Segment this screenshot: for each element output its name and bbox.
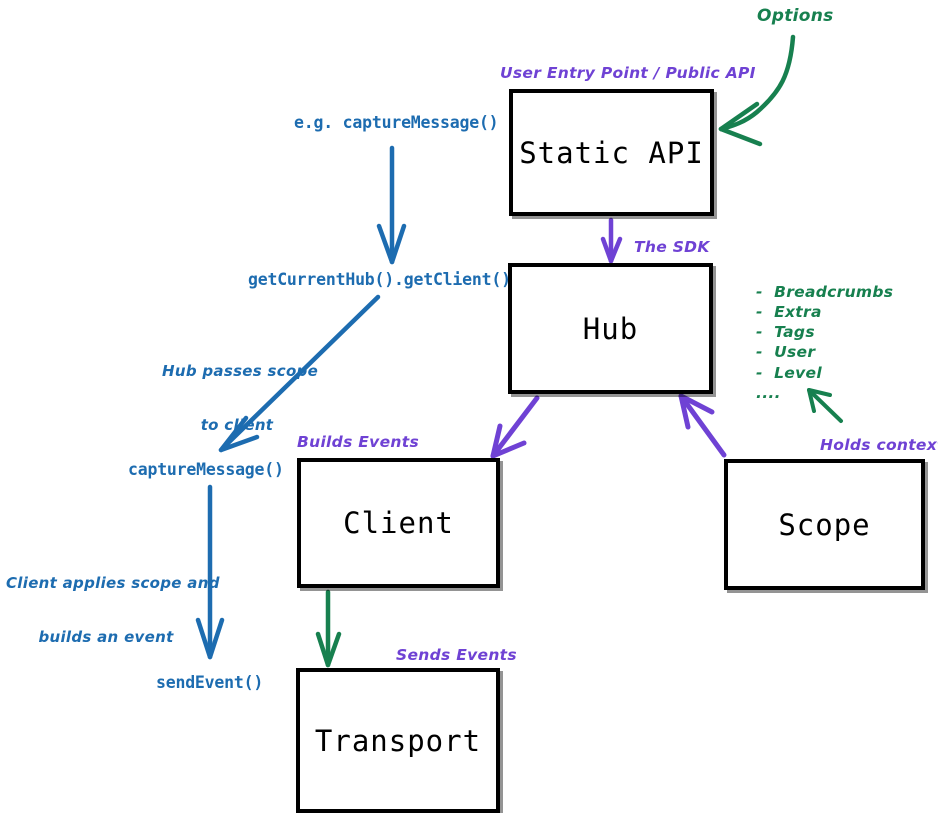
context-list: - Breadcrumbs - Extra - Tags - User - Le… <box>756 282 893 403</box>
node-scope[interactable]: Scope <box>724 459 925 590</box>
label-client-applies-scope-line2: builds an event <box>38 628 174 646</box>
node-static-api-label: Static API <box>519 135 704 170</box>
label-user-entry-point: User Entry Point / Public API <box>500 64 756 82</box>
node-client-label: Client <box>343 506 454 540</box>
context-list-item-user: - User <box>756 343 816 362</box>
label-the-sdk: The SDK <box>634 238 710 256</box>
edge-context-list-to-scope <box>807 388 843 423</box>
node-transport[interactable]: Transport <box>296 668 500 813</box>
node-hub-label: Hub <box>582 311 639 346</box>
label-hub-passes-scope-line2: to client <box>200 416 274 434</box>
edge-get-client-to-capture-message <box>218 294 381 453</box>
edge-options-to-static-api <box>718 34 796 147</box>
node-hub[interactable]: Hub <box>508 263 713 394</box>
edge-static-api-to-hub <box>600 217 623 264</box>
label-client-applies-scope-line1: Client applies scope and <box>6 574 220 592</box>
edge-capture-message-to-send-event <box>195 484 225 660</box>
label-holds-context: Holds context <box>820 436 938 454</box>
label-sends-events: Sends Events <box>396 646 517 664</box>
edge-capture-message-down <box>376 145 407 265</box>
label-send-event: sendEvent() <box>156 673 264 692</box>
context-list-item-tags: - Tags <box>756 323 815 342</box>
label-eg-capture-message: e.g. captureMessage() <box>294 113 499 132</box>
label-builds-events: Builds Events <box>297 433 419 451</box>
node-scope-label: Scope <box>778 507 871 542</box>
label-get-current-hub-get-client: getCurrentHub().getClient() <box>248 270 511 289</box>
label-hub-passes-scope: Hub passes scope to client <box>162 326 319 452</box>
label-options: Options <box>757 6 834 26</box>
context-list-item-level: - Level <box>756 363 822 382</box>
label-client-applies-scope: Client applies scope and builds an event <box>6 538 220 664</box>
context-list-item-extra: - Extra <box>756 303 822 322</box>
edge-client-to-transport <box>315 589 342 668</box>
label-hub-passes-scope-line1: Hub passes scope <box>162 362 319 380</box>
label-capture-message: captureMessage() <box>128 460 284 479</box>
context-list-item-breadcrumbs: - Breadcrumbs <box>756 283 894 301</box>
node-static-api[interactable]: Static API <box>509 89 714 216</box>
node-client[interactable]: Client <box>297 458 500 588</box>
context-list-ellipsis: .... <box>756 383 781 402</box>
edge-hub-to-client <box>490 395 540 459</box>
edge-scope-to-hub <box>678 393 727 458</box>
node-transport-label: Transport <box>314 723 482 758</box>
